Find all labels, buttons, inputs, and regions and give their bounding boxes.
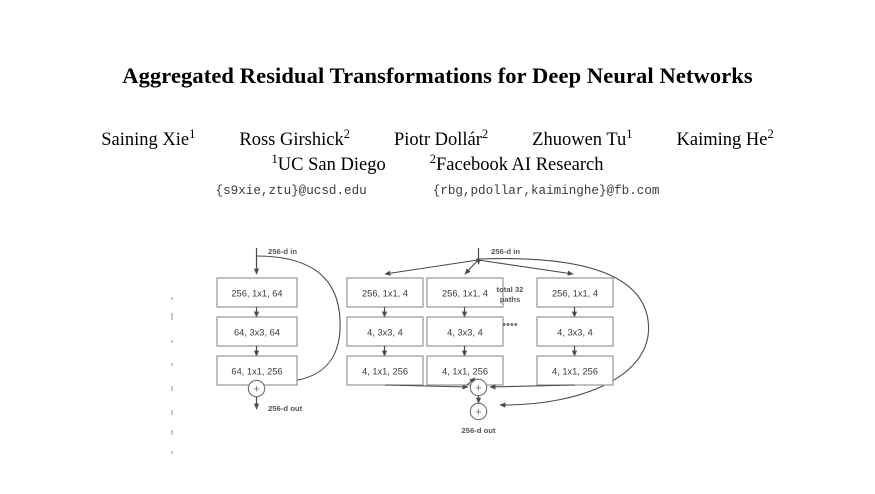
author-name: Kaiming He xyxy=(676,130,768,150)
right-layer-text: 4, 1x1, 256 xyxy=(552,367,598,377)
selection-artifact xyxy=(171,430,173,435)
affiliation-name: UC San Diego xyxy=(277,155,386,175)
email-ucsd: {s9xie,ztu}@ucsd.edu xyxy=(215,184,367,198)
right-layer-box xyxy=(426,355,504,386)
path-column: 256, 1x1, 4 4, 3x3, 4 4, 1x1, 256 xyxy=(489,277,614,390)
right-layer-box xyxy=(536,355,614,386)
right-layer-text: 256, 1x1, 4 xyxy=(362,289,408,299)
right-layer-box xyxy=(346,316,424,347)
author-affiliation-marker: 2 xyxy=(767,126,774,141)
affiliation-list: 1UC San Diego 2Facebook AI Research xyxy=(0,151,875,176)
right-layer-text: 256, 1x1, 4 xyxy=(442,289,488,299)
left-input-label: 256-d in xyxy=(268,247,297,256)
email-list: {s9xie,ztu}@ucsd.edu {rbg,pdollar,kaimin… xyxy=(0,184,875,198)
selection-artifact xyxy=(171,363,173,366)
right-sum-node-aggregate xyxy=(469,378,488,397)
left-output-label: 256-d out xyxy=(268,404,303,413)
right-layer-text: 4, 3x3, 4 xyxy=(557,328,593,338)
right-layer-text: 4, 3x3, 4 xyxy=(367,328,403,338)
architecture-figure: 256-d in 256, 1x1, 64 64, 3x3, 64 64, 1x… xyxy=(0,240,875,450)
author-entry: Zhuowen Tu1 xyxy=(510,126,654,151)
author-entry: Saining Xie1 xyxy=(79,126,217,151)
author-name: Zhuowen Tu xyxy=(532,130,627,150)
author-affiliation-marker: 2 xyxy=(343,126,350,141)
page-title: Aggregated Residual Transformations for … xyxy=(122,63,753,88)
paths-count-label-line2: paths xyxy=(500,295,521,304)
author-entry: Kaiming He2 xyxy=(655,126,796,151)
author-affiliation-marker: 1 xyxy=(189,126,196,141)
right-layer-box xyxy=(346,355,424,386)
affiliation-entry: 1UC San Diego xyxy=(250,151,408,176)
author-name: Saining Xie xyxy=(101,130,190,150)
right-layer-box xyxy=(536,316,614,347)
affiliation-entry: 2Facebook AI Research xyxy=(408,151,626,176)
right-layer-box xyxy=(426,277,504,308)
selection-artifact xyxy=(171,451,173,454)
right-layer-box xyxy=(346,277,424,308)
selection-artifact xyxy=(171,297,173,300)
author-affiliation-marker: 1 xyxy=(626,126,633,141)
right-layer-text: 256, 1x1, 4 xyxy=(552,289,598,299)
left-residual-block: 256-d in 256, 1x1, 64 64, 3x3, 64 64, 1x… xyxy=(216,247,341,413)
author-list: Saining Xie1 Ross Girshick2 Piotr Dollár… xyxy=(0,126,875,151)
left-layer-text: 256, 1x1, 64 xyxy=(231,289,282,299)
path-column: 256, 1x1, 4 4, 3x3, 4 4, 1x1, 256 xyxy=(346,277,469,390)
left-sum-symbol: + xyxy=(253,383,259,395)
affiliation-name: Facebook AI Research xyxy=(436,155,604,175)
right-output-label: 256-d out xyxy=(461,426,496,435)
author-entry: Piotr Dollár2 xyxy=(372,126,510,151)
left-sum-node xyxy=(247,379,266,398)
selection-artifact xyxy=(171,340,173,343)
paths-count-label-line1: total 32 xyxy=(497,285,524,294)
selection-artifact xyxy=(171,313,173,320)
selection-artifact xyxy=(171,386,173,391)
author-name: Piotr Dollár xyxy=(394,130,482,150)
right-input-label: 256-d in xyxy=(491,247,520,256)
author-name: Ross Girshick xyxy=(239,130,344,150)
right-layer-text: 4, 3x3, 4 xyxy=(447,328,483,338)
email-fb: {rbg,pdollar,kaiminghe}@fb.com xyxy=(432,184,660,198)
left-layer-text: 64, 1x1, 256 xyxy=(231,367,282,377)
affiliation-marker: 2 xyxy=(429,151,437,166)
paths-ellipsis: •••• xyxy=(502,319,518,331)
right-sum-node-shortcut xyxy=(469,402,488,421)
path-column: 256, 1x1, 4 4, 3x3, 4 4, 1x1, 256 xyxy=(426,277,504,386)
right-layer-text: 4, 1x1, 256 xyxy=(442,367,488,377)
left-layer-text: 64, 3x3, 64 xyxy=(234,328,280,338)
right-sum-symbol: + xyxy=(475,406,481,418)
right-aggregated-block: 256-d in 256, 1x1, 4 4, 3x3, 4 4, 1x1, xyxy=(346,247,650,435)
left-layer-box xyxy=(216,277,298,308)
author-affiliation-marker: 2 xyxy=(481,126,489,141)
affiliation-marker: 1 xyxy=(271,151,278,166)
author-entry: Ross Girshick2 xyxy=(217,126,372,151)
selection-artifact xyxy=(171,410,173,415)
right-layer-text: 4, 1x1, 256 xyxy=(362,367,408,377)
right-sum-symbol: + xyxy=(475,382,481,394)
